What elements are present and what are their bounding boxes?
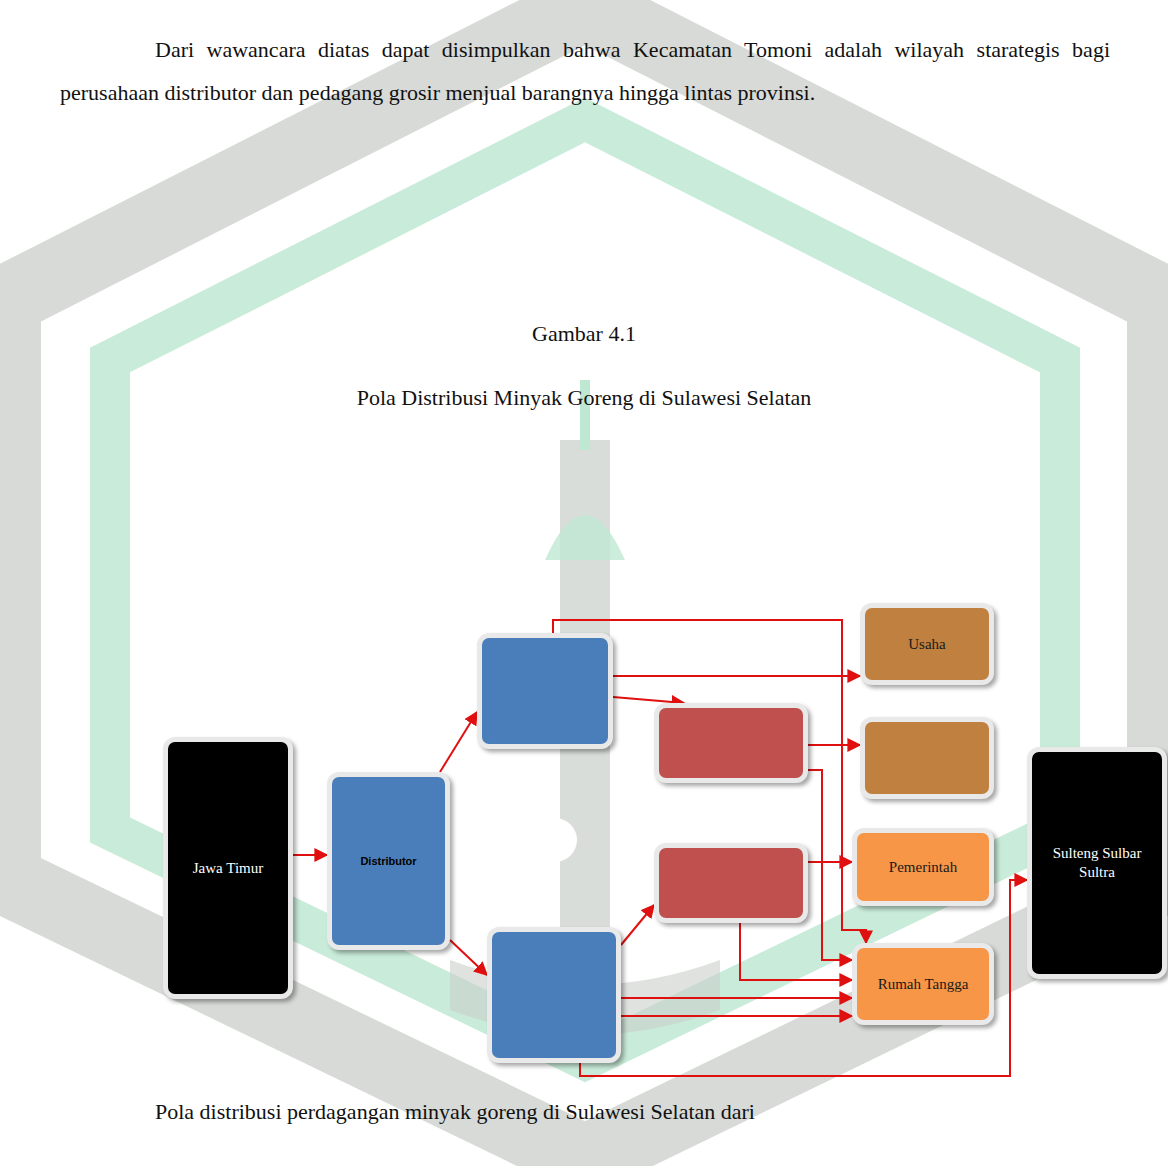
wholesaler-box [487, 927, 621, 1063]
flow-arrow [808, 861, 852, 863]
flow-arrow [621, 905, 654, 945]
node-label: Usaha [904, 633, 950, 656]
consumer-box: Pemerintah [852, 828, 994, 906]
consumer-box: Usaha [860, 603, 994, 685]
destination-box: Sulteng Sulbar Sultra [1027, 747, 1167, 979]
figure-title: Pola Distribusi Minyak Goreng di Sulawes… [0, 376, 1168, 419]
flow-arrow [450, 940, 487, 975]
flow-arrow [613, 675, 860, 677]
hexagon-inner [110, 120, 1060, 1060]
node-label: Jawa Timur [189, 857, 267, 880]
minaret-dome [545, 515, 625, 560]
flow-arrow [808, 744, 860, 746]
logo-circle [533, 818, 577, 862]
node-label: Rumah Tangga [874, 973, 973, 996]
node-label: Pemerintah [885, 856, 961, 879]
flow-arrow [293, 854, 327, 856]
flow-arrow [621, 997, 852, 999]
hexagon-outer [6, 6, 1162, 1160]
node-label: Distributor [356, 850, 420, 873]
wholesaler-box [477, 633, 613, 749]
flow-arrow [440, 712, 477, 772]
consumer-box [860, 717, 994, 799]
node-label: Sulteng Sulbar Sultra [1039, 842, 1155, 884]
retailer-box [654, 843, 808, 923]
body-paragraph: Pola distribusi perdagangan minyak goren… [155, 1090, 1155, 1133]
figure-number: Gambar 4.1 [0, 312, 1168, 355]
flow-arrow [808, 770, 852, 960]
retailer-box [654, 703, 808, 783]
distributor-box: Distributor [327, 772, 450, 950]
consumer-box: Rumah Tangga [852, 943, 994, 1025]
body-paragraph: Dari wawancara diatas dapat disimpulkan … [60, 28, 1110, 114]
flow-arrow [621, 1015, 852, 1017]
origin-box: Jawa Timur [163, 737, 293, 999]
flow-arrow [740, 923, 852, 980]
